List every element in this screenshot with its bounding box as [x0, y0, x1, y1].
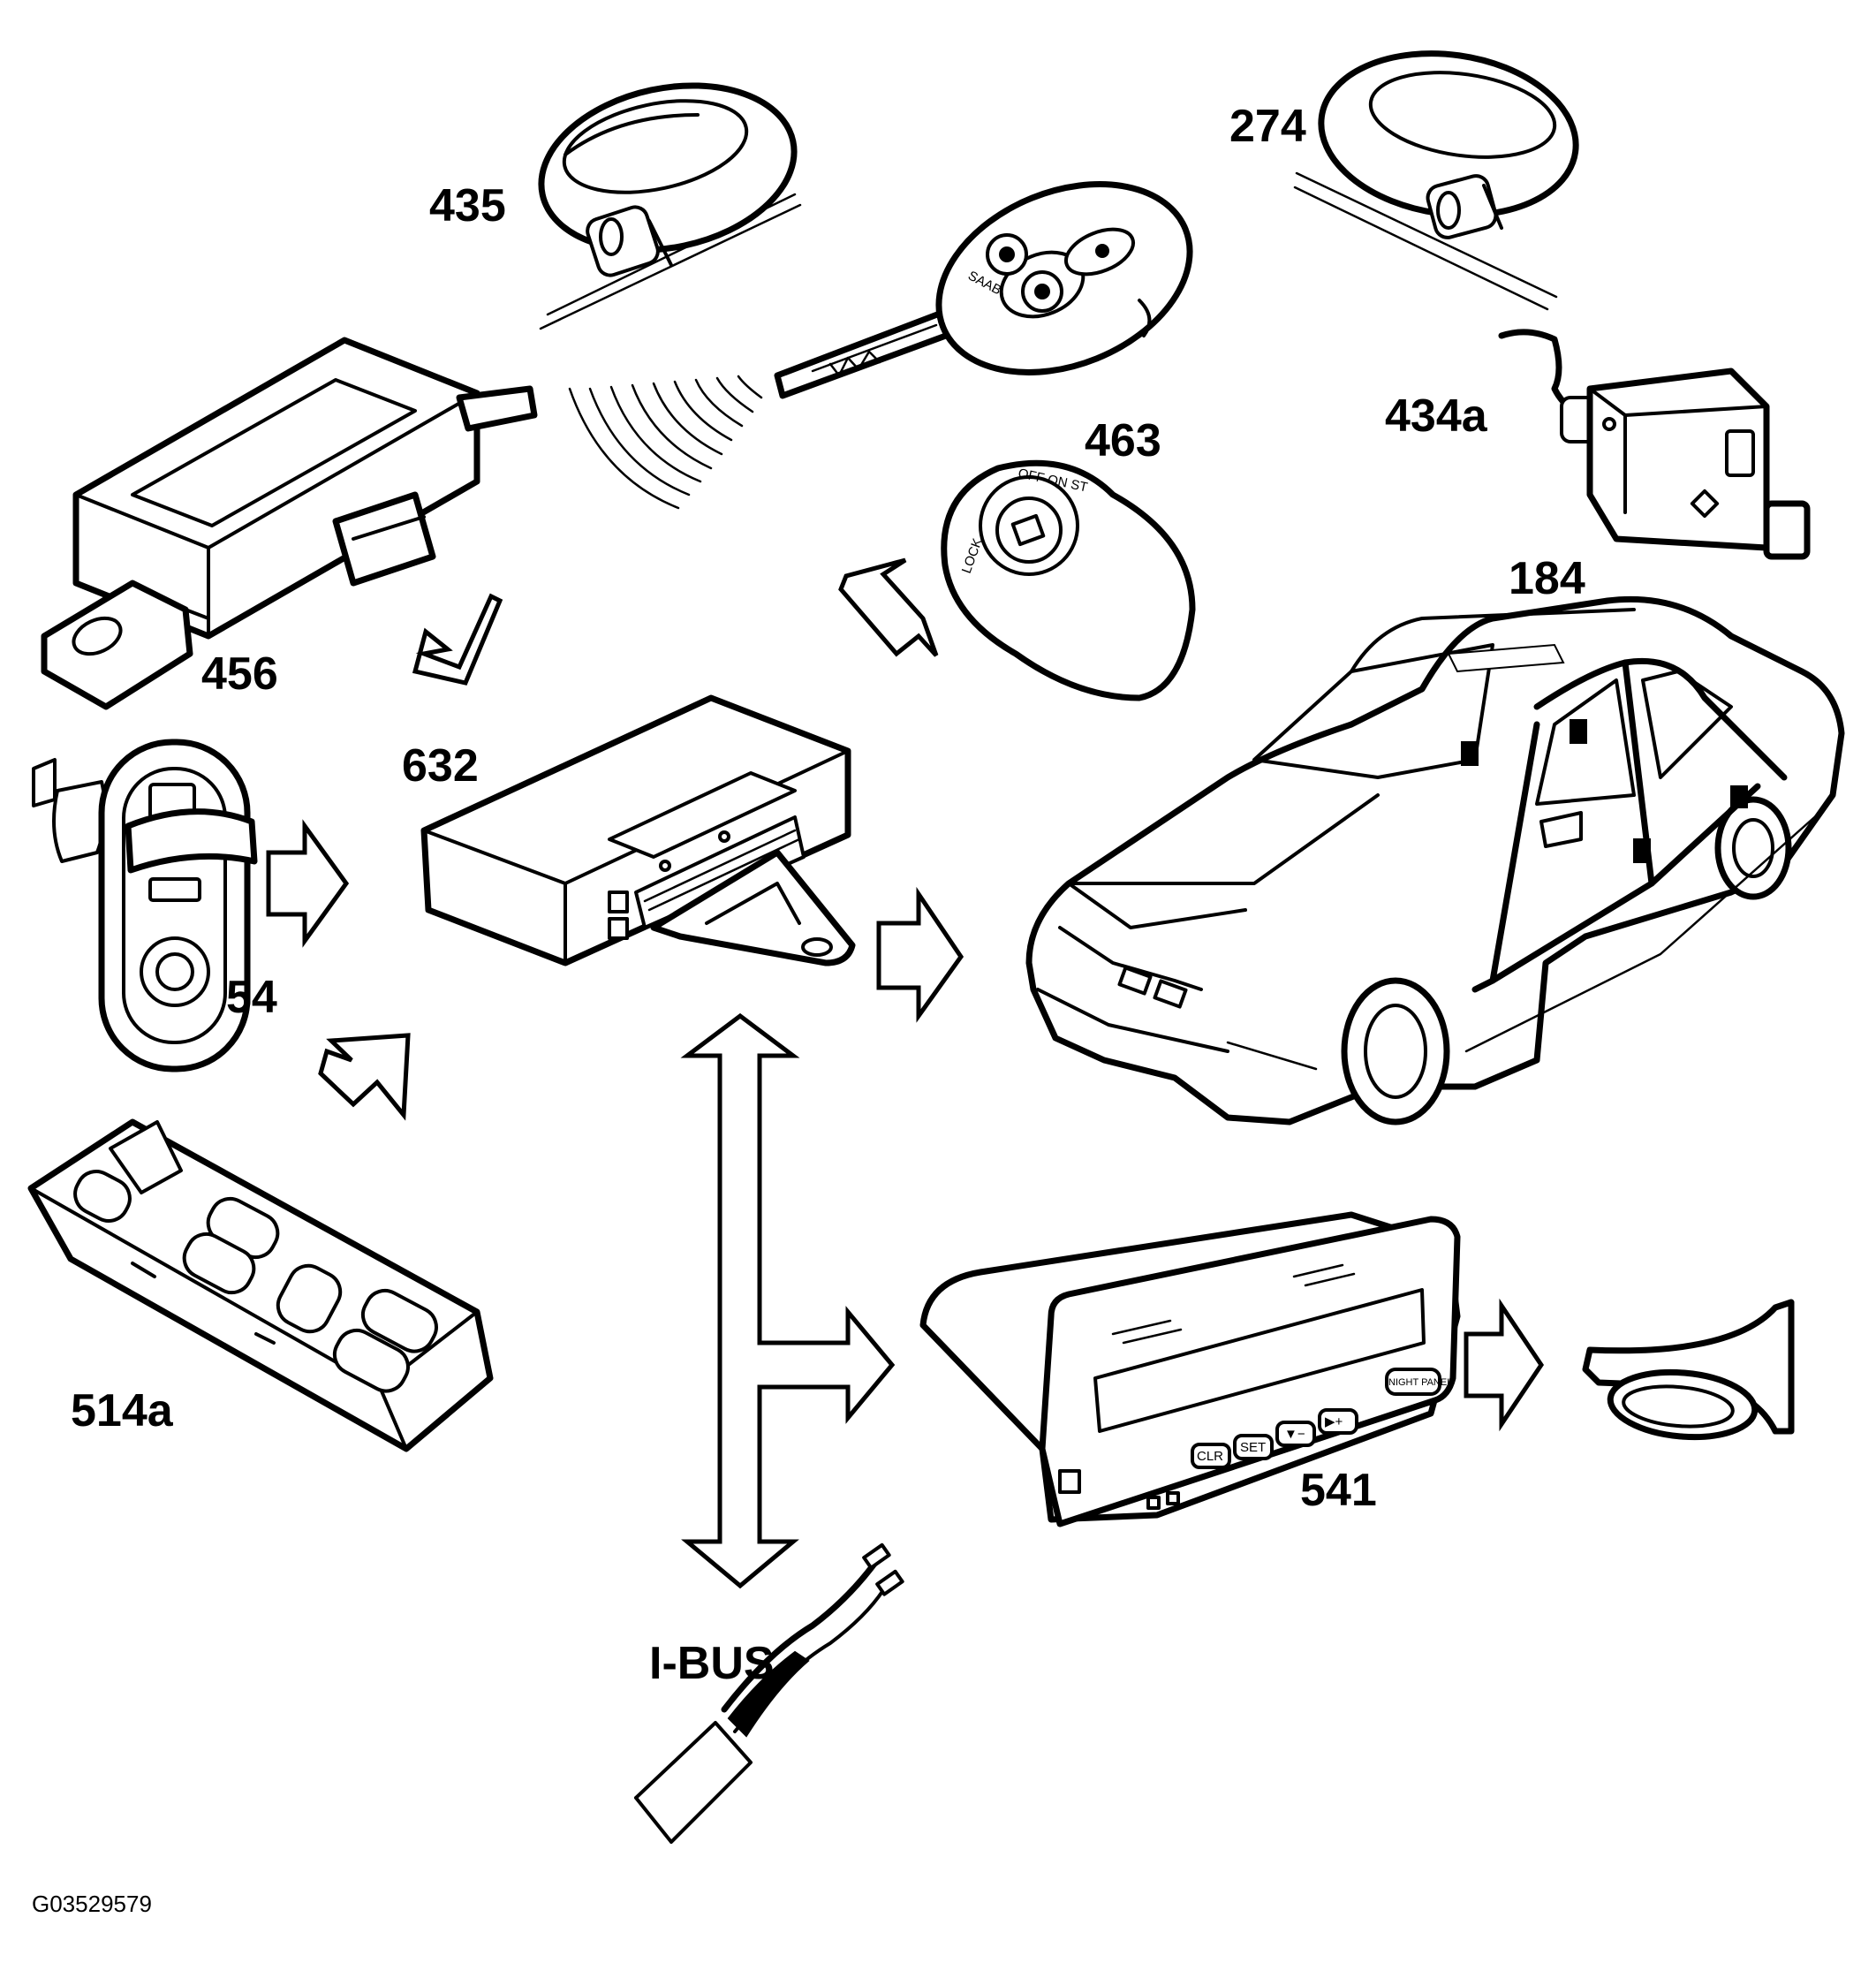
car-icon [1025, 595, 1845, 1126]
sid-button-clr-label: CLR [1197, 1449, 1223, 1464]
arrow-54-to-632 [266, 819, 350, 948]
label-54: 54 [226, 972, 277, 1023]
sid-button-night-panel [1385, 1368, 1441, 1396]
sid-button-set [1233, 1434, 1274, 1460]
door-lock-switch-icon [32, 739, 258, 1072]
label-435: 435 [429, 180, 506, 231]
sid-button-clr [1191, 1443, 1231, 1469]
sid-button-down-label: ▼− [1284, 1427, 1305, 1442]
sid-button-down [1275, 1421, 1316, 1447]
arrow-463-to-632 [838, 557, 939, 657]
arrow-514a-to-632 [318, 1033, 411, 1121]
label-541: 541 [1300, 1465, 1377, 1516]
label-ibus: I-BUS [649, 1638, 775, 1689]
remote-key-fob-icon: SAAB [774, 181, 1193, 399]
figure-code: G03529579 [32, 1891, 152, 1917]
horn-icon [1582, 1299, 1795, 1441]
label-456: 456 [201, 648, 278, 700]
trunk-lock-cylinder-icon [1293, 50, 1579, 311]
label-274: 274 [1229, 101, 1306, 152]
label-463: 463 [1085, 415, 1161, 466]
ignition-switch-icon: LOCK OFF ON ST [941, 459, 1196, 701]
central-control-module-icon [420, 694, 856, 966]
ibus-bus-arrow [680, 1012, 896, 1589]
radio-signal-waves-icon [568, 375, 763, 510]
remote-receiver-module-icon [41, 337, 538, 710]
label-434a: 434a [1385, 390, 1488, 442]
label-514a: 514a [71, 1385, 174, 1436]
label-184: 184 [1509, 553, 1585, 604]
bus-cable-icon [634, 1542, 904, 1844]
sid-button-set-label: SET [1240, 1440, 1266, 1455]
sid-night-panel-label: NIGHT PANEL [1388, 1377, 1452, 1388]
door-lock-cylinder-icon [538, 82, 802, 330]
lock-actuator-icon [1498, 329, 1811, 560]
sid-button-up-label: ▶+ [1325, 1414, 1343, 1429]
label-632: 632 [402, 740, 479, 792]
window-lock-switch-panel-icon [27, 1118, 494, 1452]
information-display-icon: CLR SET ▼− ▶+ NIGHT PANEL [919, 1211, 1461, 1527]
arrow-456-to-632 [412, 593, 503, 686]
arrow-541-to-horn [1464, 1298, 1545, 1432]
arrow-632-to-184 [876, 886, 964, 1023]
sid-button-up [1318, 1408, 1358, 1435]
